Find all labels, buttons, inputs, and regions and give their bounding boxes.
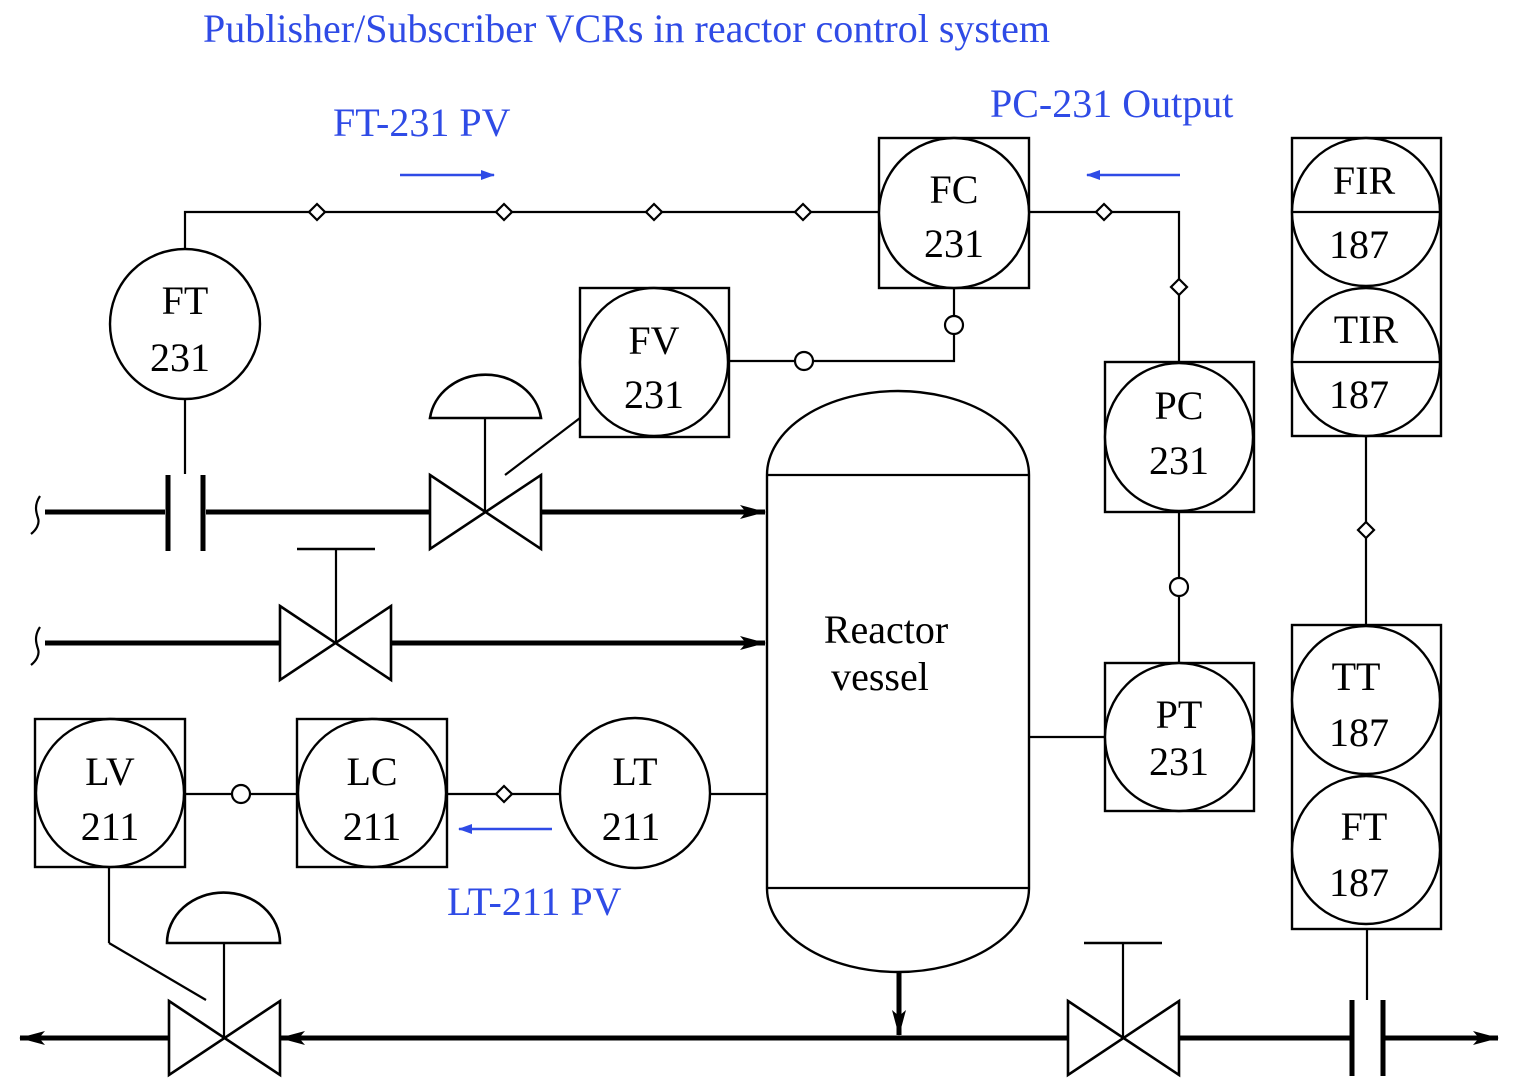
hand-valve-icon: [1066, 941, 1181, 1078]
fieldbus-diamonds-top: [307, 202, 813, 222]
svg-text:LV: LV: [85, 749, 135, 794]
instrument-group-fir-tir-187: FIR 187 TIR 187: [1290, 136, 1443, 438]
ft231-pv-label: FT-231 PV: [333, 100, 511, 145]
svg-text:TIR: TIR: [1334, 307, 1399, 352]
fieldbus-diamond: [1169, 277, 1189, 297]
fieldbus-diamond: [1356, 520, 1376, 540]
hand-valve-icon: [278, 547, 393, 683]
svg-text:211: 211: [81, 804, 140, 849]
svg-text:PC: PC: [1155, 383, 1204, 428]
svg-text:231: 231: [924, 221, 984, 266]
reactor-vessel: Reactor vessel: [765, 389, 1031, 974]
fieldbus-diamond: [494, 202, 514, 222]
control-valve-fv231-icon: [428, 373, 581, 552]
svg-text:FV: FV: [628, 318, 679, 363]
lt211-pv-label: LT-211 PV: [447, 879, 622, 924]
svg-text:187: 187: [1329, 860, 1389, 905]
instrument-ft187[interactable]: FT 187: [1290, 774, 1442, 926]
instrument-pt231[interactable]: PT 231: [1103, 661, 1256, 813]
instrument-fir187[interactable]: FIR 187: [1290, 136, 1442, 288]
pc231-output-label: PC-231 Output: [990, 81, 1233, 126]
instrument-ft231[interactable]: FT 231: [108, 247, 262, 401]
svg-text:FC: FC: [930, 167, 979, 212]
svg-text:231: 231: [1149, 438, 1209, 483]
fieldbus-line-fc231-pc231: [1029, 210, 1181, 362]
instrument-lt211[interactable]: LT 211: [558, 716, 712, 870]
link-node: [230, 783, 252, 805]
link-node: [793, 350, 815, 372]
svg-text:FT: FT: [162, 278, 209, 323]
svg-text:PT: PT: [1156, 692, 1203, 737]
diagram-title: Publisher/Subscriber VCRs in reactor con…: [203, 6, 1050, 51]
instrument-group-tt-ft-187: TT 187 FT 187: [1290, 623, 1443, 931]
svg-text:231: 231: [150, 335, 210, 380]
fieldbus-diamond: [793, 202, 813, 222]
svg-text:231: 231: [624, 372, 684, 417]
vessel-label-line1: Reactor: [824, 607, 948, 652]
orifice-plate-icon: [1349, 929, 1386, 1076]
link-node: [943, 314, 965, 336]
svg-text:187: 187: [1329, 222, 1389, 267]
fieldbus-diamond: [494, 784, 514, 804]
instrument-fv231[interactable]: FV 231: [578, 286, 731, 439]
svg-text:LC: LC: [346, 749, 397, 794]
process-pipes: [19, 505, 1499, 1045]
link-node: [1168, 576, 1190, 598]
fieldbus-diamond: [307, 202, 327, 222]
svg-text:TT: TT: [1332, 654, 1381, 699]
svg-text:231: 231: [1149, 739, 1209, 784]
svg-text:211: 211: [602, 804, 661, 849]
svg-text:FT: FT: [1341, 804, 1388, 849]
instrument-lc211[interactable]: LC 211: [295, 717, 449, 869]
pipe-break-icon: [30, 495, 41, 535]
vessel-label-line2: vessel: [831, 654, 929, 699]
control-valve-lv211-icon: [107, 867, 282, 1078]
instrument-lv211[interactable]: LV 211: [33, 717, 187, 869]
orifice-plate-icon: [165, 475, 206, 551]
svg-text:FIR: FIR: [1333, 158, 1396, 203]
instrument-tt187[interactable]: TT 187: [1290, 624, 1442, 776]
svg-text:211: 211: [343, 804, 402, 849]
fc231-fv231-link: [729, 288, 956, 363]
svg-text:187: 187: [1329, 710, 1389, 755]
fieldbus-diamond: [644, 202, 664, 222]
svg-text:LT: LT: [612, 749, 657, 794]
instrument-fc231[interactable]: FC 231: [877, 136, 1031, 290]
fieldbus-diamond: [1094, 202, 1114, 222]
instrument-tir187[interactable]: TIR 187: [1290, 286, 1442, 438]
instrument-pc231[interactable]: PC 231: [1103, 360, 1256, 514]
fieldbus-line-ft231-fc231: [183, 210, 879, 248]
pipe-break-icon: [30, 626, 41, 666]
svg-text:187: 187: [1329, 372, 1389, 417]
